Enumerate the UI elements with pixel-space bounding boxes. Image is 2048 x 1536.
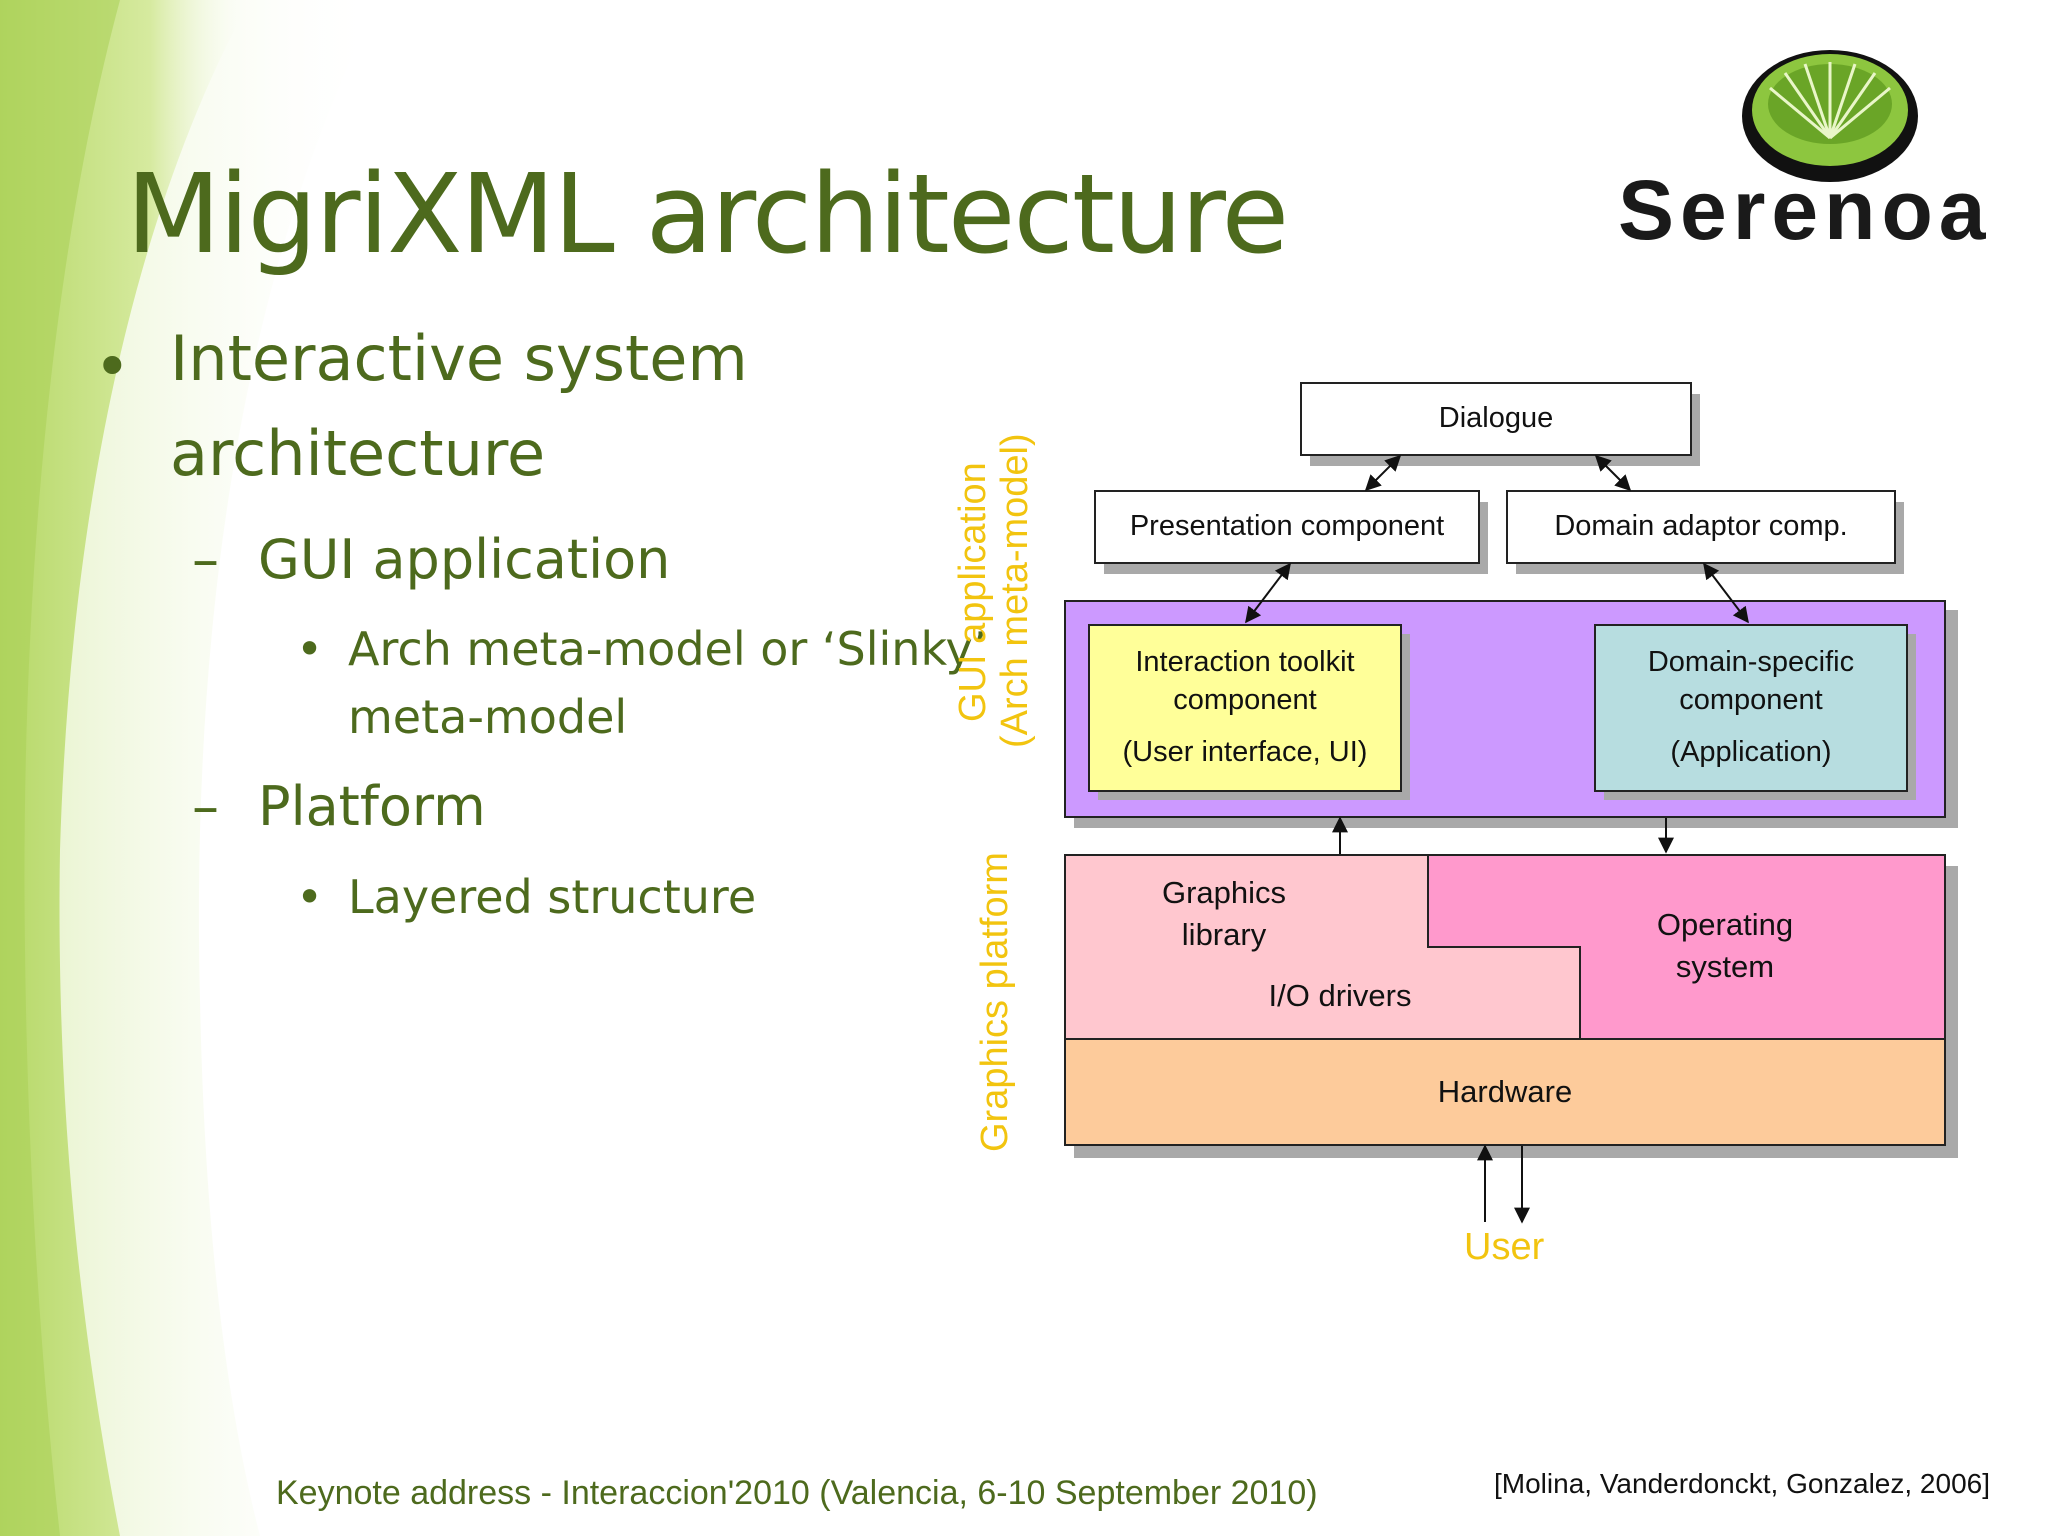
hardware-layer: Hardware [1064,1038,1946,1146]
bullet-glyph: • [296,870,324,924]
arrow-dialogue-domain-adaptor [1594,454,1632,492]
footer-keynote: Keynote address - Interaccion'2010 (Vale… [276,1474,1318,1512]
interaction-toolkit-sublabel: (User interface, UI) [1122,735,1368,768]
bullet-platform: Platform [258,775,486,838]
bullet-gui-application: GUI application [258,528,671,591]
domain-specific-box: Domain-specific component (Application) [1594,624,1908,792]
serenoa-leaf-icon [1742,50,1918,182]
dialogue-box: Dialogue [1300,382,1692,456]
graphics-platform-side-label: Graphics platform [974,852,1016,1152]
domain-adaptor-box: Domain adaptor comp. [1506,490,1896,564]
bullet-arch-meta-model-cont: meta-model [348,690,628,744]
bullet-glyph: • [296,622,324,676]
arrow-dialogue-presentation [1364,454,1402,492]
serenoa-logo [1740,38,1920,188]
domain-specific-sublabel: (Application) [1670,735,1832,768]
io-drivers-label: I/O drivers [1268,978,1412,1013]
domain-specific-label-2: component [1679,684,1823,717]
operating-system-label: Operating system [1656,907,1794,984]
dash-glyph: – [192,528,219,591]
bullet-interactive-system-cont: architecture [170,417,546,490]
footer-citation: [Molina, Vanderdonckt, Gonzalez, 2006] [1494,1468,1991,1499]
bullet-interactive-system: Interactive system [170,322,748,395]
user-label: User [1464,1226,1545,1268]
bullet-layered-structure: Layered structure [348,870,757,924]
arrow-adaptor-domain-specific [1703,562,1749,624]
interaction-toolkit-box: Interaction toolkit component (User inte… [1088,624,1402,792]
interaction-toolkit-label: Interaction toolkit [1135,646,1355,679]
serenoa-wordmark: Serenoa [1618,163,1992,257]
interaction-toolkit-label-2: component [1173,684,1317,717]
arrow-presentation-toolkit [1245,562,1291,624]
bullet-glyph: • [94,330,131,403]
dash-glyph: – [192,775,219,838]
presentation-component-box: Presentation component [1094,490,1480,564]
slide-title: MigriXML architecture [126,150,1289,278]
graphics-library-label: Graphics library [1161,875,1287,952]
arch-meta-model-side-label: (Arch meta-model) [994,433,1036,748]
gui-application-side-label: GUI application [952,462,994,722]
domain-specific-label: Domain-specific [1647,646,1855,679]
bullet-arch-meta-model: Arch meta-model or ‘Slinky’ [348,622,988,676]
